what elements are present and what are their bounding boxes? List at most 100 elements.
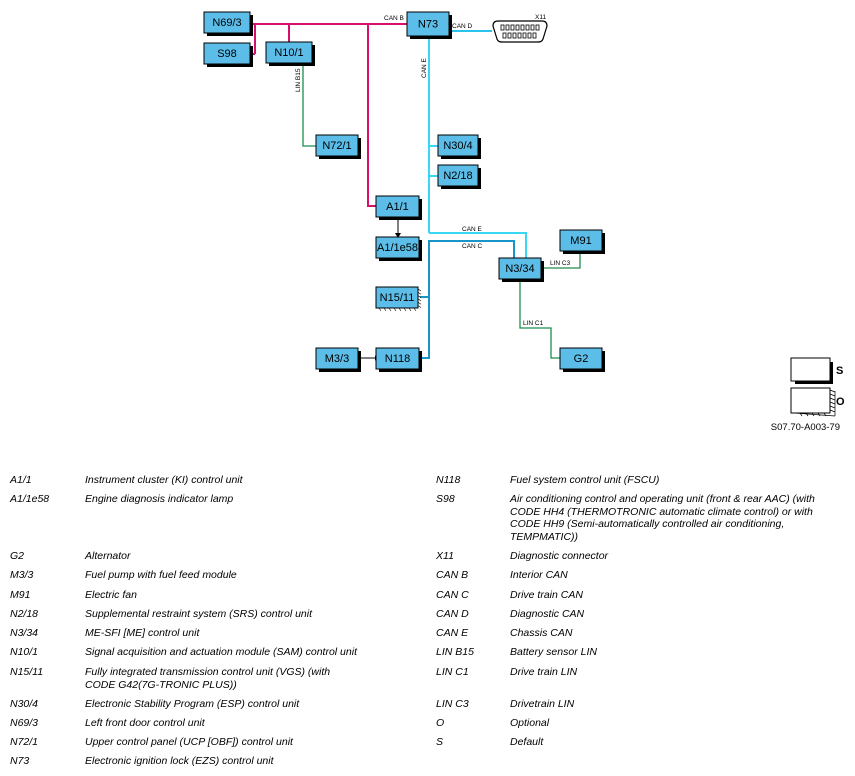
- legend-boxes: S O: [790, 357, 845, 417]
- legend-code: CAN D: [436, 608, 469, 620]
- node-label: N69/3: [212, 17, 241, 29]
- legend-code: A1/1e58: [10, 493, 50, 505]
- node-label: M91: [570, 235, 591, 247]
- node-box: [498, 257, 542, 280]
- node-n2-18: N2/18: [437, 164, 481, 189]
- legend-code: N73: [10, 755, 30, 767]
- legend-code: N3/34: [10, 627, 39, 639]
- lin-c3-label: LIN C3: [550, 260, 571, 267]
- legend-description: Instrument cluster (KI) control unit: [85, 474, 243, 486]
- legend-optional-letter: O: [836, 396, 845, 408]
- node-n118: N118: [375, 347, 422, 372]
- legend-description: Default: [510, 736, 544, 748]
- lin-c1-label: LIN C1: [523, 320, 544, 327]
- legend-code: N118: [436, 474, 461, 486]
- legend-code: CAN E: [436, 627, 469, 639]
- network-topology-diagram: CAN B CAN D CAN E CAN E CAN C LIN B15 LI…: [203, 11, 845, 433]
- lin-b15-label: LIN B15: [295, 68, 302, 92]
- legend-code: A1/1: [10, 474, 32, 486]
- legend-code: N69/3: [10, 717, 39, 729]
- node-label: N73: [418, 19, 438, 31]
- node-box: [406, 11, 450, 37]
- legend-description: Supplemental restraint system (SRS) cont…: [85, 608, 313, 620]
- node-a1-1: A1/1: [375, 195, 422, 220]
- legend-description: Engine diagnosis indicator lamp: [85, 493, 234, 505]
- x11-label: X11: [535, 14, 546, 21]
- arrow-down-icon: [395, 233, 401, 238]
- node-n15-11: N15/11: [375, 286, 422, 312]
- legend-code: S98: [436, 493, 455, 505]
- legend-code: CAN C: [436, 589, 469, 601]
- legend-code: N2/18: [10, 608, 39, 620]
- legend-description: Air conditioning control and operating u…: [510, 493, 815, 543]
- node-label: G2: [574, 353, 589, 365]
- can-e-wire: [429, 232, 527, 258]
- lin-c1-wire: [519, 279, 560, 359]
- legend-description: Diagnostic CAN: [510, 608, 585, 620]
- legend-description: Drivetrain LIN: [510, 698, 575, 710]
- legend-code: LIN C3: [436, 698, 469, 710]
- node-label: A1/1: [386, 201, 409, 213]
- node-label: N118: [385, 353, 410, 365]
- node-label: N15/11: [380, 292, 415, 304]
- node-n69-3: N69/3: [203, 11, 253, 36]
- node-n3-34: N3/34: [498, 257, 544, 282]
- lin-c3-wire: [541, 251, 581, 269]
- node-box: [203, 11, 251, 34]
- can-b-label: CAN B: [384, 15, 404, 22]
- legend-description: Optional: [510, 717, 550, 729]
- node-n72-1: N72/1: [315, 134, 361, 159]
- node-s98: S98: [203, 42, 253, 67]
- node-n10-1: N10/1: [265, 41, 315, 66]
- node-label: N2/18: [443, 170, 472, 182]
- legend-code: G2: [10, 550, 25, 562]
- diagnostic-connector-x11: X11: [492, 14, 548, 43]
- node-box: [315, 347, 359, 370]
- legend-description: Signal acquisition and actuation module …: [85, 646, 357, 658]
- legend-code: M3/3: [10, 569, 34, 581]
- legend-description: Interior CAN: [510, 569, 568, 581]
- can-d-label: CAN D: [452, 23, 473, 30]
- node-box: [559, 229, 603, 252]
- node-box: [375, 347, 420, 370]
- legend-description: ME-SFI [ME] control unit: [85, 627, 200, 639]
- legend-description: Electronic ignition lock (EZS) control u…: [85, 755, 274, 767]
- node-label: N10/1: [274, 47, 303, 59]
- node-label: N72/1: [322, 140, 351, 152]
- node-label: N3/34: [505, 263, 534, 275]
- legend-description: Fuel system control unit (FSCU): [510, 474, 660, 486]
- legend-description: Left front door control unit: [85, 717, 205, 729]
- bus-wiring: [243, 23, 581, 361]
- drawing-reference: S07.70-A003-79: [771, 422, 840, 433]
- lin-b15-wire: [302, 64, 316, 147]
- node-n73: N73: [406, 11, 452, 39]
- legend-description: Drive train CAN: [510, 589, 583, 601]
- node-label: M3/3: [325, 353, 349, 365]
- legend-description: Upper control panel (UCP [OBF]) control …: [85, 736, 293, 748]
- legend-code: LIN B15: [436, 646, 474, 658]
- node-a1-1e58: A1/1e58: [375, 236, 422, 261]
- can-c-wire: [420, 240, 515, 359]
- legend-description: Alternator: [85, 550, 131, 562]
- legend-description: Fuel pump with fuel feed module: [85, 569, 237, 581]
- node-g2: G2: [559, 347, 605, 372]
- node-box: [559, 347, 603, 370]
- node-m3-3: M3/3: [315, 347, 361, 372]
- legend-code: N72/1: [10, 736, 39, 748]
- node-label: A1/1e58: [377, 242, 418, 254]
- legend-description: Electric fan: [85, 589, 137, 601]
- legend-description: Chassis CAN: [510, 627, 573, 639]
- legend-description: Electronic Stability Program (ESP) contr…: [85, 698, 300, 710]
- legend-code: N15/11: [10, 666, 44, 678]
- legend-code: LIN C1: [436, 666, 469, 678]
- legend-code: S: [436, 736, 444, 748]
- node-m91: M91: [559, 229, 605, 254]
- node-box: [203, 42, 251, 65]
- node-n30-4: N30/4: [437, 134, 481, 159]
- node-box: [375, 236, 420, 259]
- can-b-wire: [367, 24, 376, 207]
- legend-description: Drive train LIN: [510, 666, 578, 678]
- legend-description: Fully integrated transmission control un…: [85, 666, 331, 691]
- node-box: [315, 134, 359, 157]
- legend-code: N10/1: [10, 646, 39, 658]
